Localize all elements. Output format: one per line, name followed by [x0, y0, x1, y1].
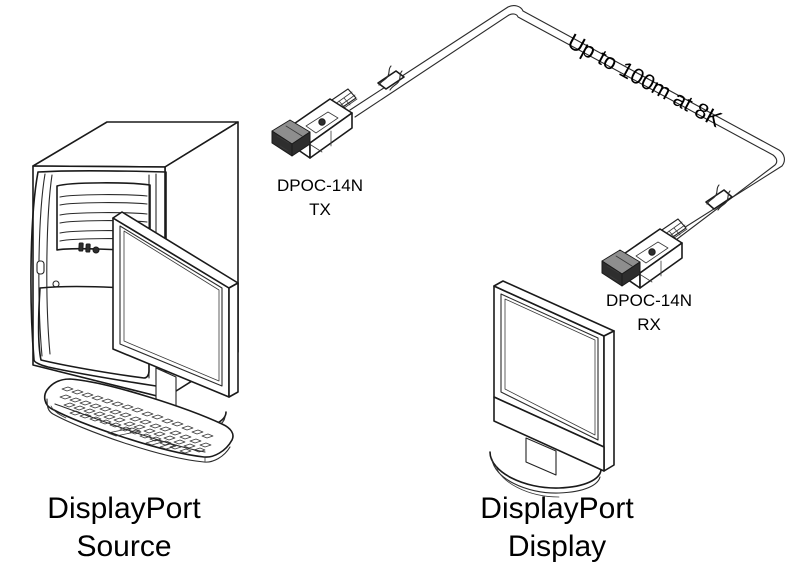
display-monitor-right-edge [603, 330, 615, 472]
rx-plug-contact-row2 [609, 275, 619, 282]
source-monitor-screen [119, 225, 223, 387]
display-monitor-bottom-edge [493, 396, 605, 472]
tower-usb-port-1 [78, 242, 84, 252]
keyboard-front-lip [46, 398, 231, 463]
tx-role-label: TX [309, 200, 331, 219]
rx-model-label: DPOC-14N [606, 291, 692, 310]
source-label-line2: Source [76, 530, 171, 563]
tower-drive-slot-1 [59, 194, 148, 198]
keyboard-keys [59, 386, 214, 454]
connector-rx: DPOC-14N RX [601, 218, 692, 334]
displayport-source-computer: DisplayPort Source [30, 121, 239, 563]
tx-model-label: DPOC-14N [277, 176, 363, 195]
tower-bezel-crease-left [38, 173, 46, 357]
tower-audio-jack [92, 246, 100, 254]
display-monitor-base-shadow [495, 465, 560, 498]
rx-plug-latch [615, 255, 633, 267]
tower-drive-slot-2 [59, 212, 148, 216]
rx-plug-contact-row [606, 265, 620, 274]
rx-housing-indicator [648, 248, 656, 256]
rx-plug-side [621, 261, 641, 287]
tx-plug-side [291, 131, 311, 157]
keyboard-lip-detail-left [50, 405, 67, 419]
cable-break-mark-tx [377, 65, 405, 91]
source-monitor-right-edge [228, 282, 239, 398]
display-monitor-base-top [489, 451, 602, 489]
cable-outline-lower [354, 13, 778, 250]
displayport-display-monitor: DisplayPort Display [480, 280, 634, 563]
tower-power-button [36, 260, 45, 275]
tower-usb-port-2 [85, 243, 91, 253]
rx-housing-panel [635, 241, 669, 264]
display-monitor-screen-inner [504, 298, 596, 436]
tx-housing-indicator [318, 118, 326, 126]
tx-plug-contact-row [276, 135, 290, 144]
optical-cable [349, 5, 785, 250]
keyboard [43, 378, 234, 463]
source-label-line1: DisplayPort [47, 492, 201, 525]
tower-drive-slot-1b [59, 202, 148, 206]
tower-drive-slot-2b [59, 220, 148, 224]
tx-plug-latch [285, 125, 303, 137]
connector-tx: DPOC-14N TX [271, 88, 363, 219]
source-monitor [112, 211, 239, 437]
display-monitor-screen [500, 293, 599, 441]
keyboard-wrist-divider [54, 403, 206, 453]
tower-lower-panel [37, 285, 150, 379]
cable-outline-upper [349, 5, 785, 244]
cable-break-mark-rx [705, 184, 733, 211]
display-monitor-neck [525, 437, 557, 476]
source-monitor-screen-inner [123, 230, 220, 382]
tower-front-bezel [30, 170, 167, 387]
rx-role-label: RX [637, 315, 661, 334]
tx-housing-panel [305, 111, 339, 134]
tx-plug-contact-row2 [279, 145, 289, 152]
display-label-line2: Display [508, 530, 606, 563]
tower-bezel-crease-left2 [46, 174, 53, 355]
display-label-line1: DisplayPort [480, 492, 634, 525]
